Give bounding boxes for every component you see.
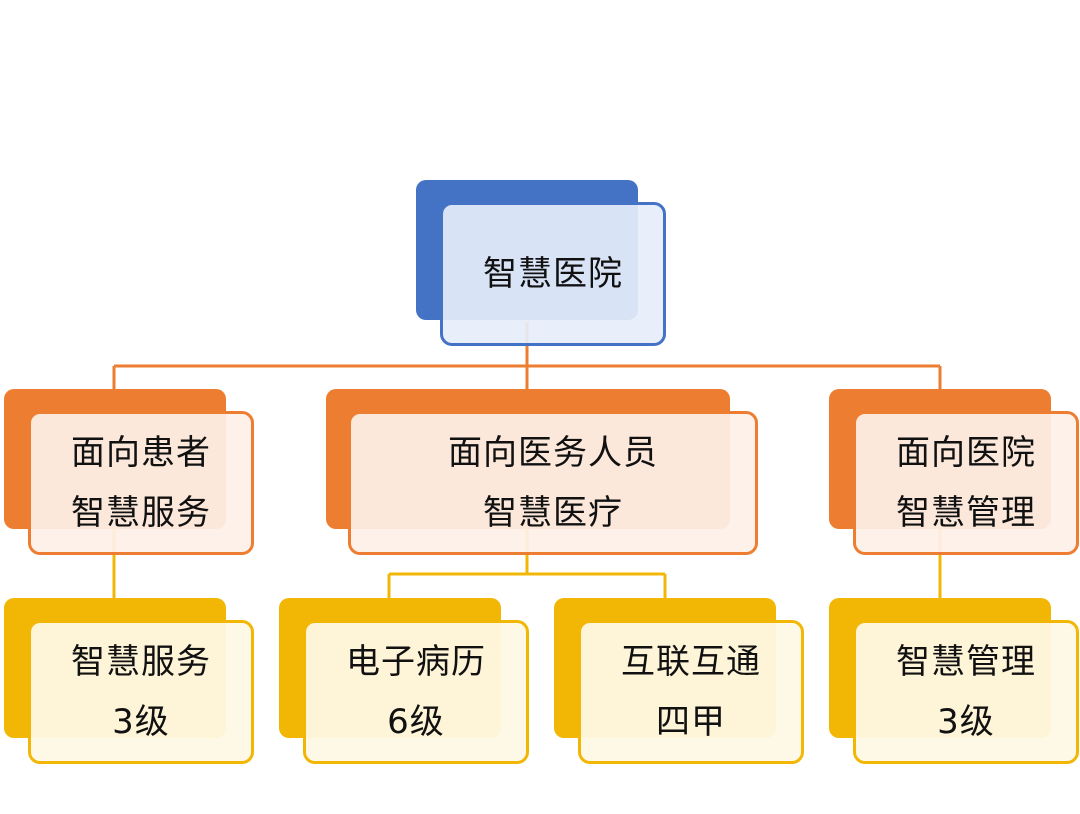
node-label-box: 电子病历 6级 xyxy=(303,620,529,764)
node-line-1: 智慧医院 xyxy=(483,254,623,294)
node-line-2: 智慧服务 xyxy=(71,493,211,533)
node-emr-level: 电子病历 6级 xyxy=(279,598,529,764)
node-interoperability-level: 互联互通 四甲 xyxy=(554,598,804,764)
node-line-1: 电子病历 xyxy=(346,642,486,682)
node-medical-staff: 面向医务人员 智慧医疗 xyxy=(326,389,758,555)
node-label-box: 面向医院 智慧管理 xyxy=(853,411,1079,555)
node-line-2: 3级 xyxy=(112,702,170,742)
node-label-box: 面向医务人员 智慧医疗 xyxy=(348,411,758,555)
node-label-box: 智慧医院 xyxy=(440,202,666,346)
node-label-box: 智慧服务 3级 xyxy=(28,620,254,764)
node-line-2: 6级 xyxy=(387,702,445,742)
node-line-1: 智慧服务 xyxy=(71,642,211,682)
node-line-1: 互联互通 xyxy=(621,642,761,682)
node-line-1: 面向患者 xyxy=(71,433,211,473)
node-patient-service: 面向患者 智慧服务 xyxy=(4,389,254,555)
node-line-1: 面向医院 xyxy=(896,433,1036,473)
node-line-2: 3级 xyxy=(937,702,995,742)
node-smart-management-level: 智慧管理 3级 xyxy=(829,598,1079,764)
node-line-2: 智慧医疗 xyxy=(483,493,623,533)
node-label-box: 智慧管理 3级 xyxy=(853,620,1079,764)
node-line-1: 面向医务人员 xyxy=(448,433,658,473)
node-label-box: 互联互通 四甲 xyxy=(578,620,804,764)
node-hospital-management: 面向医院 智慧管理 xyxy=(829,389,1079,555)
node-line-2: 智慧管理 xyxy=(896,493,1036,533)
node-label-box: 面向患者 智慧服务 xyxy=(28,411,254,555)
node-line-2: 四甲 xyxy=(656,702,726,742)
node-line-1: 智慧管理 xyxy=(896,642,1036,682)
node-smart-service-level: 智慧服务 3级 xyxy=(4,598,254,764)
node-smart-hospital: 智慧医院 xyxy=(416,180,666,346)
